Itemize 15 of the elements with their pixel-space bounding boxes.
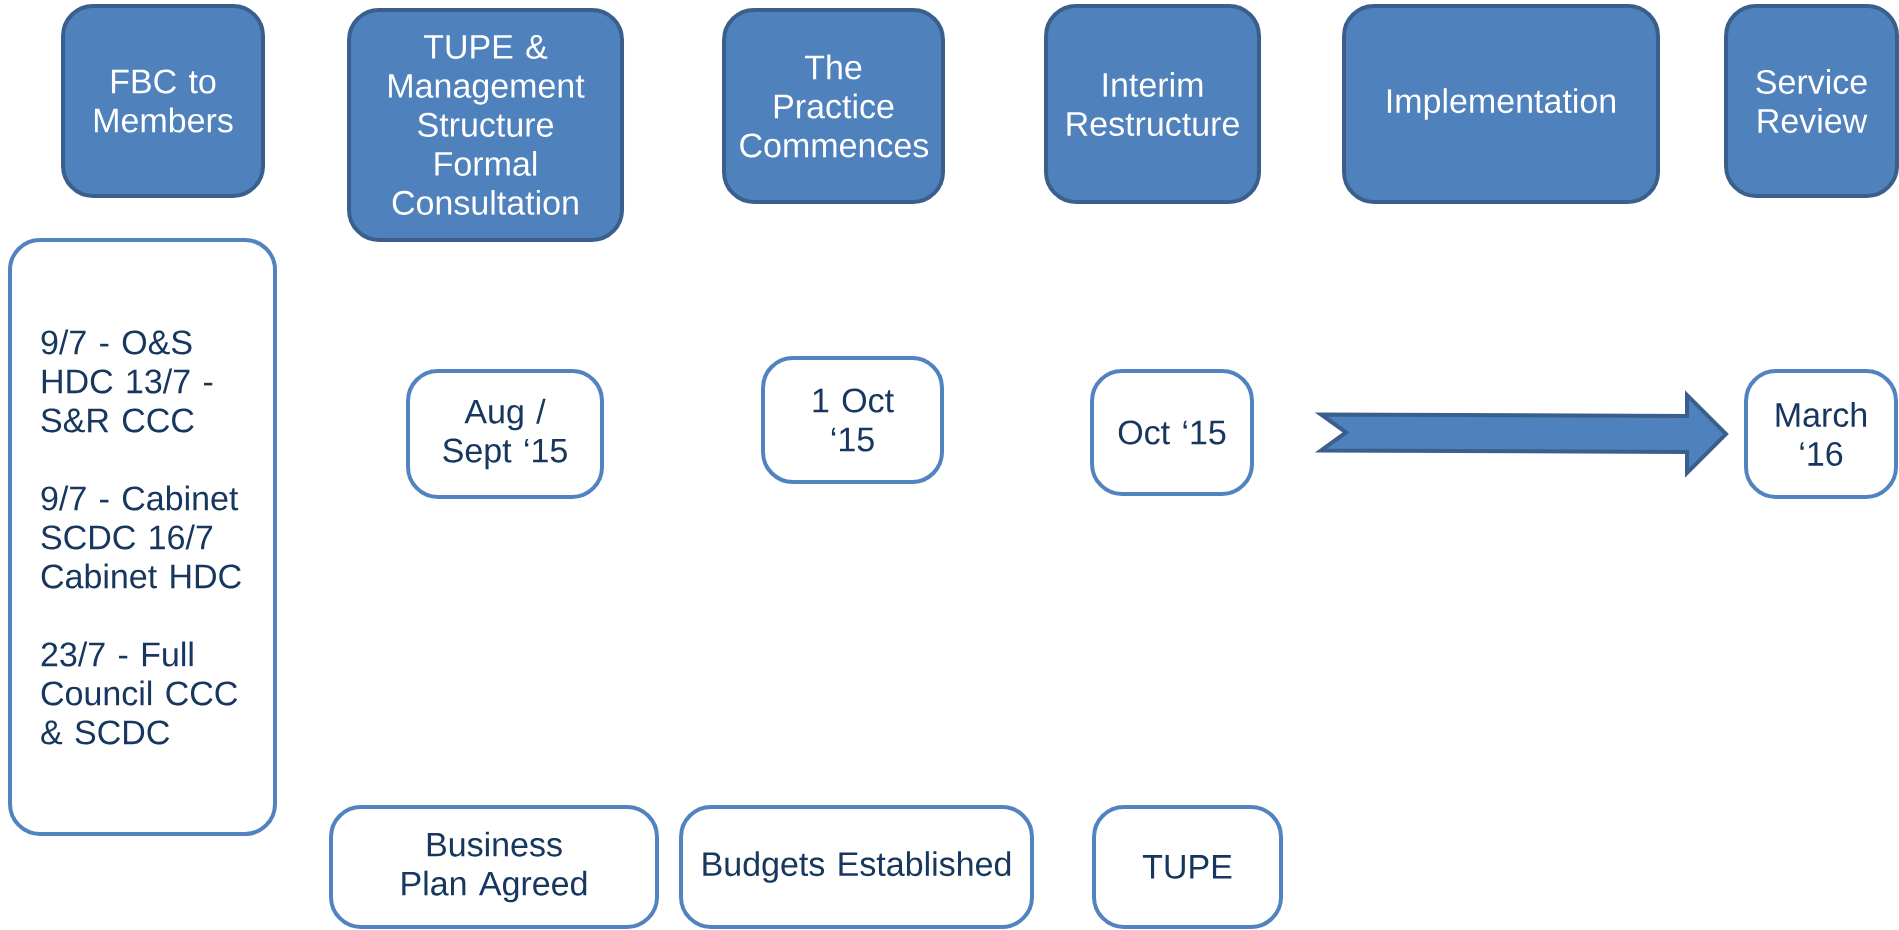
stage-box: The Practice Commences xyxy=(722,8,945,204)
block-arrow xyxy=(1314,390,1729,478)
milestone-box: 1 Oct ‘15 xyxy=(761,356,944,484)
stage-box: Interim Restructure xyxy=(1044,4,1261,204)
milestone-box: Aug / Sept ‘15 xyxy=(406,369,604,499)
milestone-box: TUPE xyxy=(1092,805,1283,929)
dates-list-box: 9/7 - O&S HDC 13/7 - S&R CCC 9/7 - Cabinet SCDC 16/7 Cabinet HDC 23/7 - Full Council CCC & SCDC xyxy=(8,238,277,836)
stage-box: TUPE & Management Structure Formal Consultation xyxy=(347,8,624,242)
milestone-box: Oct ‘15 xyxy=(1090,369,1254,496)
milestone-box: Business Plan Agreed xyxy=(329,805,659,929)
milestone-box: Budgets Established xyxy=(679,805,1034,929)
stage-box: Implementation xyxy=(1342,4,1660,204)
milestone-box: March ‘16 xyxy=(1744,369,1898,499)
stage-box: FBC to Members xyxy=(61,4,265,198)
stage-box: Service Review xyxy=(1724,4,1899,198)
